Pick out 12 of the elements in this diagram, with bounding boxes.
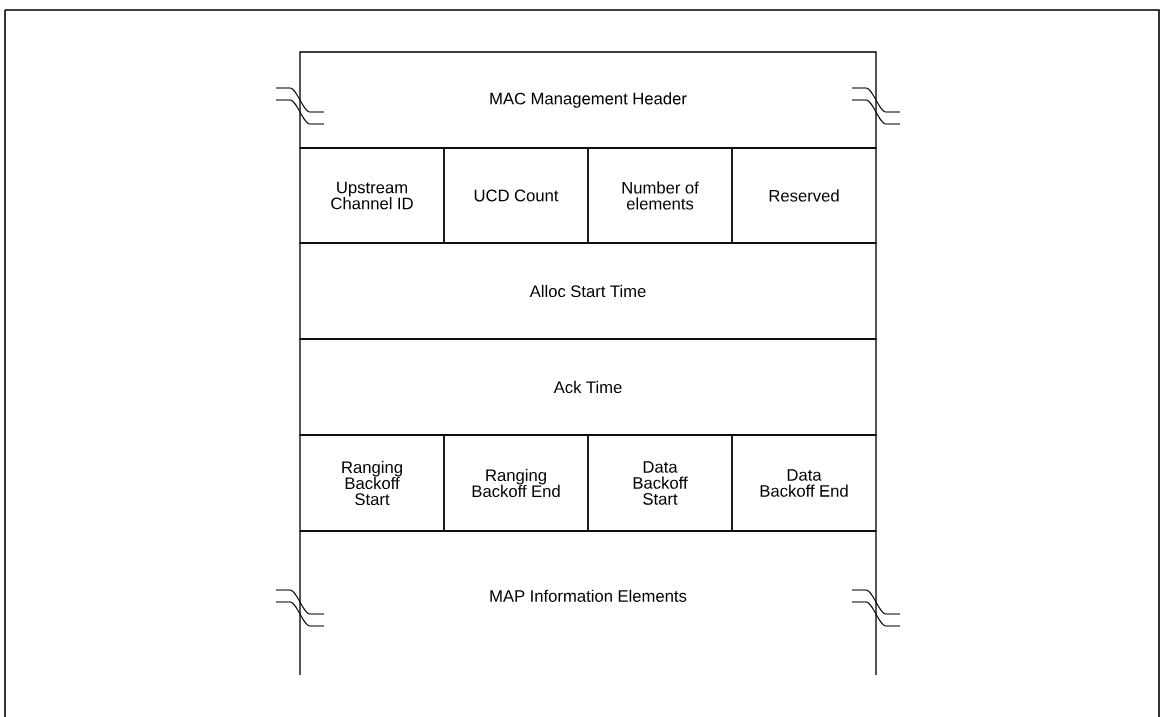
field-cell: Alloc Start Time [299, 242, 877, 340]
field-cell: Number of elements [587, 147, 733, 244]
field-cell: UCD Count [443, 147, 589, 244]
field-cell: Upstream Channel ID [299, 147, 445, 244]
field-cell: Ack Time [299, 338, 877, 436]
field-cell: Ranging Backoff Start [299, 434, 445, 532]
field-cell: Reserved [731, 147, 877, 244]
field-cell: Ranging Backoff End [443, 434, 589, 532]
field-cell: Data Backoff Start [587, 434, 733, 532]
field-cell: Data Backoff End [731, 434, 877, 532]
field-cell: MAC Management Header [299, 51, 877, 149]
field-cell: MAP Information Elements [299, 530, 877, 676]
